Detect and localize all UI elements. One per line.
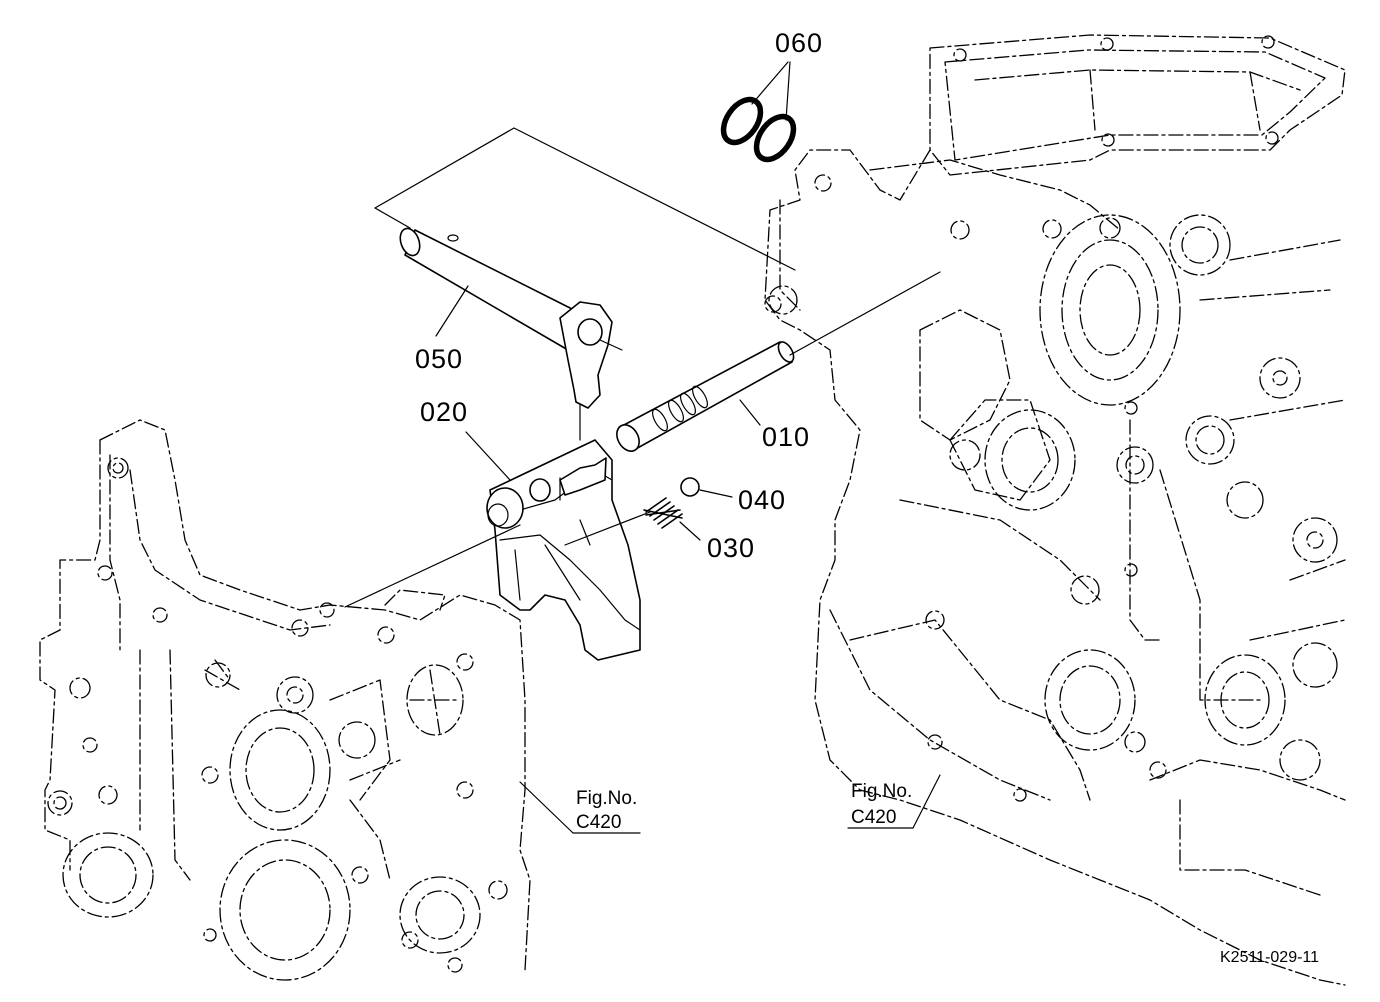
fig-ref-right-line1: Fig.No. — [851, 781, 912, 802]
part-030-spring — [643, 497, 683, 529]
part-010-fork-shaft — [616, 341, 795, 452]
left-housing — [39, 419, 531, 981]
part-040-ball — [680, 477, 700, 497]
leader-lines — [344, 61, 941, 834]
fig-ref-left-line2: C420 — [576, 812, 621, 833]
part-labels: 060 050 020 010 040 030 Fig.No. C420 Fig… — [415, 28, 1319, 966]
fig-ref-right-line2: C420 — [851, 807, 896, 828]
part-060-o-rings — [720, 96, 797, 163]
part-050-lever-shaft — [399, 227, 613, 409]
label-060: 060 — [775, 28, 823, 58]
label-030: 030 — [707, 533, 755, 563]
right-housing — [764, 34, 1346, 986]
diagram-code: K2511-029-11 — [1220, 949, 1319, 966]
label-020: 020 — [420, 397, 468, 427]
label-040: 040 — [738, 485, 786, 515]
label-010: 010 — [762, 422, 810, 452]
part-020-shift-fork — [486, 439, 641, 661]
fig-ref-left-line1: Fig.No. — [576, 788, 637, 809]
label-050: 050 — [415, 344, 463, 374]
